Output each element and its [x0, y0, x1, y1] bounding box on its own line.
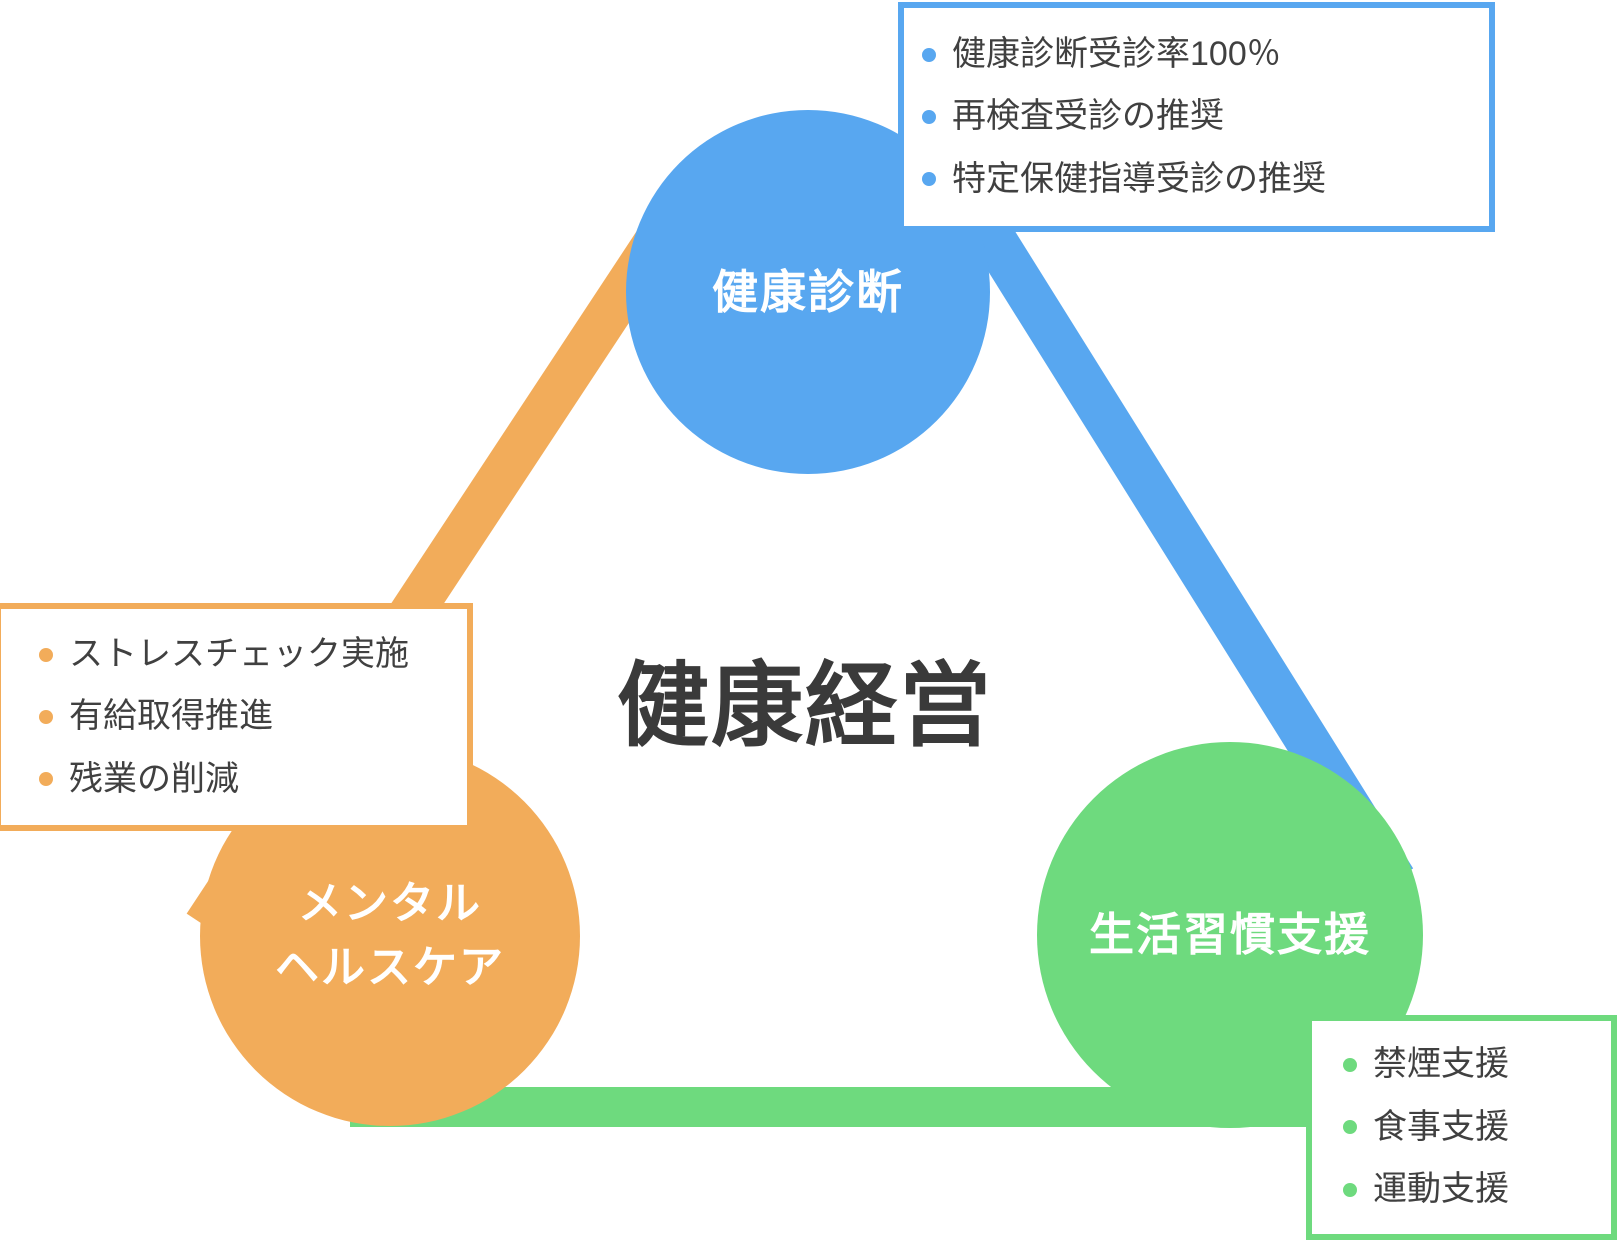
callout-health-checkup-list: 健康診断受診率100％ 再検査受診の推奨 特定保健指導受診の推奨 [922, 34, 1489, 198]
bullet-icon [1343, 1182, 1357, 1197]
diagram-title: 健康経営 [616, 655, 994, 758]
list-item: 特定保健指導受診の推奨 [922, 159, 1489, 198]
list-item: 運動支援 [1343, 1170, 1611, 1209]
list-item: 禁煙支援 [1343, 1046, 1611, 1083]
list-item-label: 健康診断受診率100％ [952, 34, 1281, 73]
list-item-label: 運動支援 [1373, 1170, 1509, 1209]
list-item-label: 食事支援 [1373, 1107, 1509, 1146]
list-item-label: 特定保健指導受診の推奨 [952, 159, 1326, 198]
callout-mental-healthcare: ストレスチェック実施 有給取得推進 残業の削減 [0, 603, 473, 831]
bullet-icon [39, 772, 53, 787]
list-item: 残業の削減 [39, 759, 467, 798]
list-item-label: 再検査受診の推奨 [952, 97, 1224, 136]
list-item: 食事支援 [1343, 1107, 1611, 1146]
bullet-icon [922, 47, 936, 62]
list-item: 再検査受診の推奨 [922, 97, 1489, 136]
list-item: ストレスチェック実施 [39, 634, 467, 673]
list-item-label: 残業の削減 [69, 759, 239, 798]
list-item: 健康診断受診率100％ [922, 34, 1489, 73]
callout-lifestyle-support-list: 禁煙支援 食事支援 運動支援 [1343, 1046, 1611, 1208]
bullet-icon [39, 647, 53, 662]
node-health-checkup-label: 健康診断 [712, 266, 904, 318]
callout-lifestyle-support: 禁煙支援 食事支援 運動支援 [1306, 1015, 1617, 1240]
bullet-icon [922, 172, 936, 187]
callout-mental-healthcare-list: ストレスチェック実施 有給取得推進 残業の削減 [39, 634, 467, 798]
list-item-label: ストレスチェック実施 [69, 634, 409, 673]
list-item-label: 禁煙支援 [1373, 1045, 1509, 1084]
list-item-label: 有給取得推進 [69, 697, 273, 736]
node-mental-healthcare-label: メンタル ヘルスケア [275, 879, 505, 992]
bullet-icon [1343, 1120, 1357, 1135]
callout-health-checkup: 健康診断受診率100％ 再検査受診の推奨 特定保健指導受診の推奨 [898, 2, 1495, 232]
node-lifestyle-support-label: 生活習慣支援 [1088, 909, 1371, 960]
list-item: 有給取得推進 [39, 697, 467, 736]
bullet-icon [922, 109, 936, 124]
bullet-icon [1343, 1058, 1357, 1073]
bullet-icon [39, 709, 53, 724]
